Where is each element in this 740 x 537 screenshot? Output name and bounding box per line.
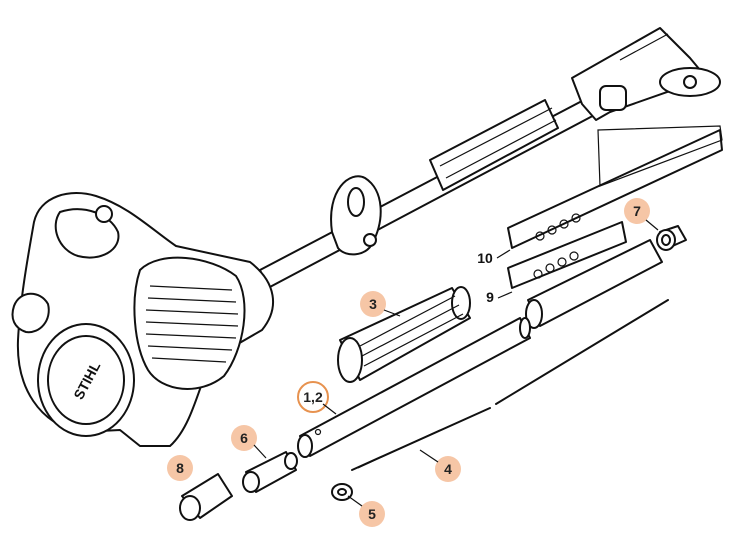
callout-7: 7: [624, 198, 659, 231]
callout-5: 5: [347, 495, 385, 527]
callouts: 1,2 3 4 5 6 7: [167, 198, 659, 527]
part-8-end-cap: [179, 473, 233, 521]
svg-text:10: 10: [477, 250, 493, 266]
part-4-drive-shaft: [351, 299, 669, 471]
part-3-grip-sleeve: [337, 286, 471, 383]
cooling-fins: [145, 285, 239, 363]
svg-text:8: 8: [176, 460, 184, 476]
svg-text:4: 4: [444, 461, 452, 477]
svg-text:7: 7: [633, 203, 641, 219]
part-10-label-strip: [507, 125, 723, 289]
loop-handle: [330, 175, 382, 256]
callout-9: 9: [486, 289, 513, 305]
callout-6: 6: [231, 425, 267, 459]
svg-text:3: 3: [369, 296, 377, 312]
part-7-bushing: [656, 225, 687, 251]
part-1-2-drive-tube: [297, 317, 531, 458]
label-icons-bottom: [533, 251, 579, 279]
callout-1-2: 1,2: [297, 381, 337, 415]
recoil-starter: STIHL: [37, 323, 135, 437]
part-9-tube: [525, 239, 663, 329]
svg-text:5: 5: [368, 506, 376, 522]
gear-head: [571, 27, 721, 121]
callout-3: 3: [360, 291, 401, 317]
callout-4: 4: [419, 449, 461, 482]
part-5-sleeve: [331, 483, 353, 501]
svg-text:1,2: 1,2: [303, 389, 323, 405]
part-6-coupling: [242, 451, 298, 493]
svg-text:9: 9: [486, 289, 494, 305]
callout-8: 8: [167, 455, 193, 481]
callout-10: 10: [477, 249, 511, 266]
svg-text:6: 6: [240, 430, 248, 446]
label-icons-top: [535, 213, 581, 241]
